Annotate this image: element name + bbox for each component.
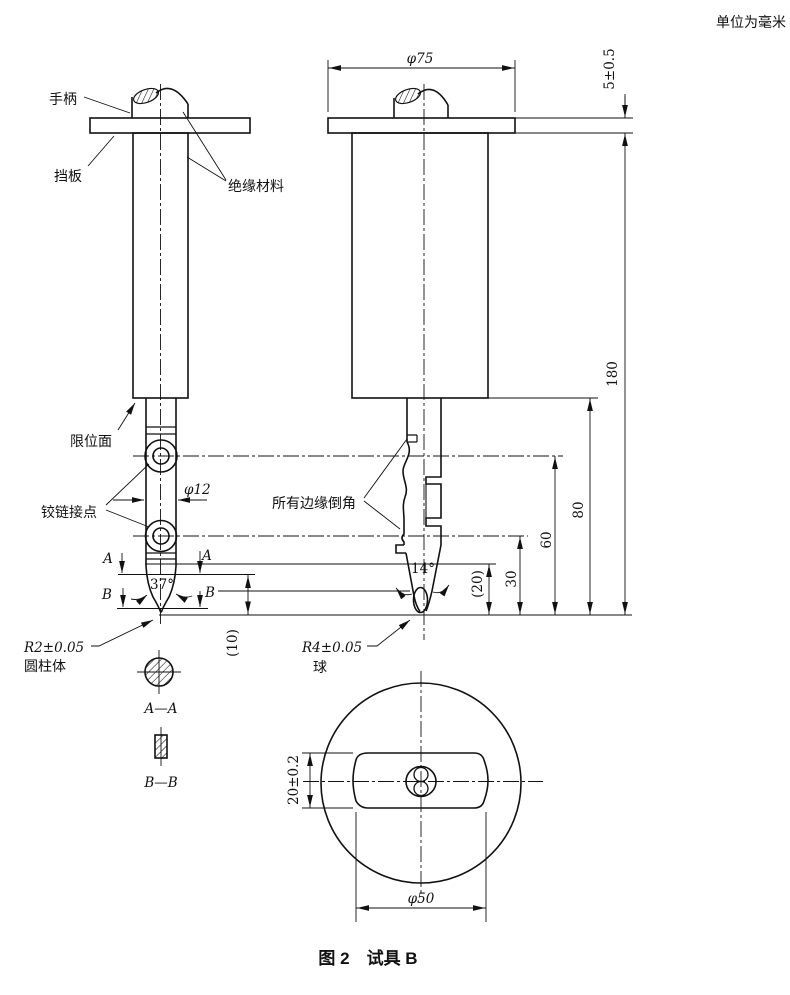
handle-top-hatch-left bbox=[132, 87, 160, 105]
finger-section-slab bbox=[352, 752, 489, 809]
section-bb-rect bbox=[154, 734, 168, 759]
stop-face-leader bbox=[117, 402, 136, 431]
chamfer-leader-1 bbox=[363, 438, 408, 499]
chamfer-note-label: 所有边缘倒角 bbox=[272, 495, 356, 511]
stop-face-label: 限位面 bbox=[70, 433, 112, 449]
section-aa-label: A—A bbox=[143, 701, 178, 717]
hinge-leader-1 bbox=[105, 463, 150, 506]
insulation-label: 绝缘材料 bbox=[228, 178, 284, 194]
section-bb-label: B—B bbox=[143, 775, 177, 791]
dim-80: 80 bbox=[571, 501, 587, 518]
insulation-leader-2 bbox=[186, 156, 227, 182]
r4-leader bbox=[367, 619, 411, 647]
hinge-leader-2 bbox=[105, 509, 150, 528]
tip-angle-37: 37° bbox=[150, 577, 174, 593]
bottom-width-label: 20±0.2 bbox=[286, 755, 302, 805]
baffle-plate-left bbox=[89, 117, 251, 134]
ball-radius-label: R4±0.05 bbox=[301, 640, 362, 656]
handle-label: 手柄 bbox=[49, 91, 77, 107]
shaft-dia-label: φ12 bbox=[184, 482, 211, 498]
section-views bbox=[144, 657, 174, 759]
dim-180: 180 bbox=[605, 361, 621, 387]
baffle-plate-right bbox=[327, 117, 516, 134]
body-right bbox=[351, 132, 489, 399]
plate-thickness-label: 5±0.5 bbox=[602, 48, 618, 89]
chamfer-leader-2 bbox=[363, 500, 401, 530]
tip-radius-label: R2±0.05 bbox=[23, 640, 84, 656]
mark-b-left: B bbox=[101, 587, 112, 603]
baffle-leader bbox=[87, 135, 115, 167]
ball-tip bbox=[412, 586, 429, 614]
hinge-joints-label: 铰链接点 bbox=[41, 504, 97, 520]
insulation-leader-1 bbox=[182, 111, 227, 181]
centerlines bbox=[133, 84, 563, 897]
annotations: 单位为毫米 手柄 挡板 绝缘材料 限位面 铰链接点 φ12 37° A A B … bbox=[23, 14, 786, 968]
r2-leader bbox=[91, 619, 154, 647]
mark-b-right: B bbox=[204, 585, 215, 601]
ball-label: 球 bbox=[313, 659, 327, 675]
unit-note: 单位为毫米 bbox=[716, 14, 786, 30]
dimension-arrows bbox=[91, 65, 628, 911]
right-view-outline bbox=[327, 87, 516, 614]
dim-30: 30 bbox=[504, 570, 520, 587]
mark-a-left: A bbox=[101, 551, 113, 567]
plate-dia-label: φ75 bbox=[407, 51, 434, 67]
mark-a-right: A bbox=[200, 548, 212, 564]
cylinder-label: 圆柱体 bbox=[24, 658, 66, 674]
left-view-outline bbox=[89, 87, 251, 613]
dim-10: (10) bbox=[225, 629, 241, 657]
section-aa-circle bbox=[144, 657, 174, 687]
dim-20: (20) bbox=[470, 570, 486, 598]
bottom-dia-label: φ50 bbox=[408, 891, 435, 907]
handle-leader bbox=[83, 96, 131, 114]
dim-60: 60 bbox=[539, 531, 555, 548]
lower-chamfer-notch bbox=[395, 544, 406, 554]
baffle-label: 挡板 bbox=[54, 168, 82, 184]
figure-caption: 图 2 试具 B bbox=[318, 949, 417, 968]
tip-taper-right bbox=[425, 544, 442, 612]
handle-top-hatch-right bbox=[394, 87, 422, 105]
label-leaders bbox=[83, 96, 408, 530]
tip-angle-14: 14° bbox=[411, 561, 435, 577]
